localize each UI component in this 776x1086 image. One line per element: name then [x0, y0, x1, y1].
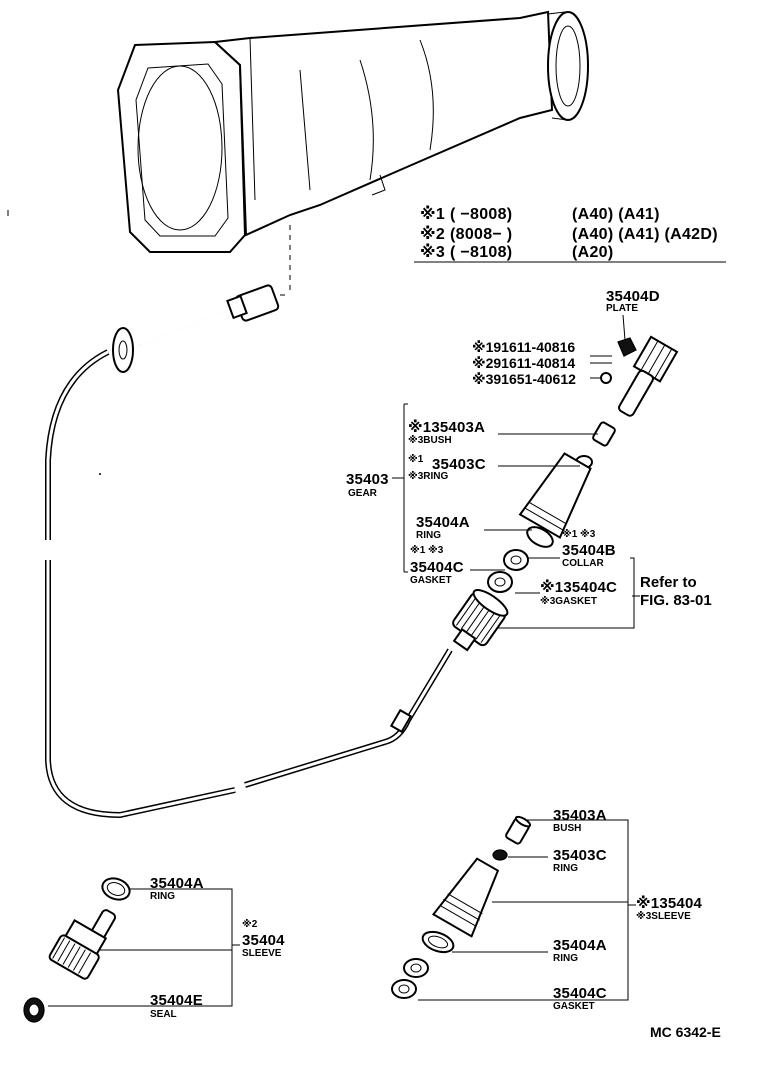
legend-mark-1: ※1 — [420, 206, 446, 223]
legend-models-1: (A40) (A41) — [572, 206, 660, 223]
lr-ring-a-number: 35404A — [553, 937, 607, 954]
lr-sleeve-name: ※3SLEEVE — [636, 911, 691, 922]
ring-a-name: RING — [416, 530, 441, 541]
refer-to-line2: FIG. 83-01 — [640, 592, 712, 609]
bolt-3: ※391651-40612 — [472, 371, 576, 387]
legend-range-1: ( −8008) — [450, 206, 513, 223]
lr-sleeve-number: ※135404 — [636, 895, 703, 912]
ll-sleeve-mark: ※2 — [242, 919, 258, 930]
lr-gasket-number: 35404C — [553, 985, 607, 1002]
lr-ring-c-name: RING — [553, 863, 578, 874]
ring-c-number: 35403C — [432, 456, 486, 473]
speedometer-cable — [45, 284, 509, 819]
figure-code: MC 6342-E — [650, 1024, 721, 1040]
upper-gear-assembly — [487, 335, 679, 593]
lower-right-parts — [391, 815, 636, 1001]
lr-bush-number: 35403A — [553, 807, 607, 824]
bush-name: ※3BUSH — [408, 435, 452, 446]
collar-mark: ※1 ※3 — [562, 529, 596, 540]
gear-name: GEAR — [348, 488, 377, 499]
refer-to-line1: Refer to — [640, 574, 697, 591]
gasket-ref-number: ※135404C — [540, 579, 618, 596]
lr-ring-a-name: RING — [553, 953, 578, 964]
plate-name: PLATE — [606, 303, 639, 314]
ll-seal-number: 35404E — [150, 992, 203, 1009]
lower-left-parts — [23, 877, 240, 1023]
bush-number: ※135403A — [408, 419, 486, 436]
legend-range-3: ( −8108) — [450, 244, 513, 261]
ll-sleeve-number: 35404 — [242, 932, 285, 949]
legend-models-3: (A20) — [572, 244, 614, 261]
legend-models-2: (A40) (A41) (A42D) — [572, 226, 718, 243]
collar-number: 35404B — [562, 542, 616, 559]
gasket-c-name: GASKET — [410, 575, 452, 586]
legend-mark-2: ※2 — [420, 226, 446, 243]
plate-number: 35404D — [606, 288, 660, 305]
legend-mark-3: ※3 — [420, 244, 446, 261]
gasket-c-mark: ※1 ※3 — [410, 545, 444, 556]
lr-bush-name: BUSH — [553, 823, 582, 834]
gear-number: 35403 — [346, 471, 389, 488]
ll-sleeve-name: SLEEVE — [242, 948, 282, 959]
gasket-ref-name: ※3GASKET — [540, 596, 597, 607]
upper-leaders — [392, 314, 640, 629]
ring-a-number: 35404A — [416, 514, 470, 531]
ll-ring-number: 35404A — [150, 875, 204, 892]
bolt-2: ※291611-40814 — [472, 355, 576, 371]
legend-range-2: (8008− ) — [450, 226, 513, 243]
ring-c-mark: ※1 — [408, 454, 424, 465]
ll-seal-name: SEAL — [150, 1009, 177, 1020]
ring-c-name: ※3RING — [408, 471, 449, 482]
lr-ring-c-number: 35403C — [553, 847, 607, 864]
transmission-housing — [116, 10, 589, 253]
bolt-1: ※191611-40816 — [472, 339, 576, 355]
collar-name: COLLAR — [562, 558, 604, 569]
gasket-c-number: 35404C — [410, 559, 464, 576]
lr-gasket-name: GASKET — [553, 1001, 595, 1012]
ll-ring-name: RING — [150, 891, 175, 902]
